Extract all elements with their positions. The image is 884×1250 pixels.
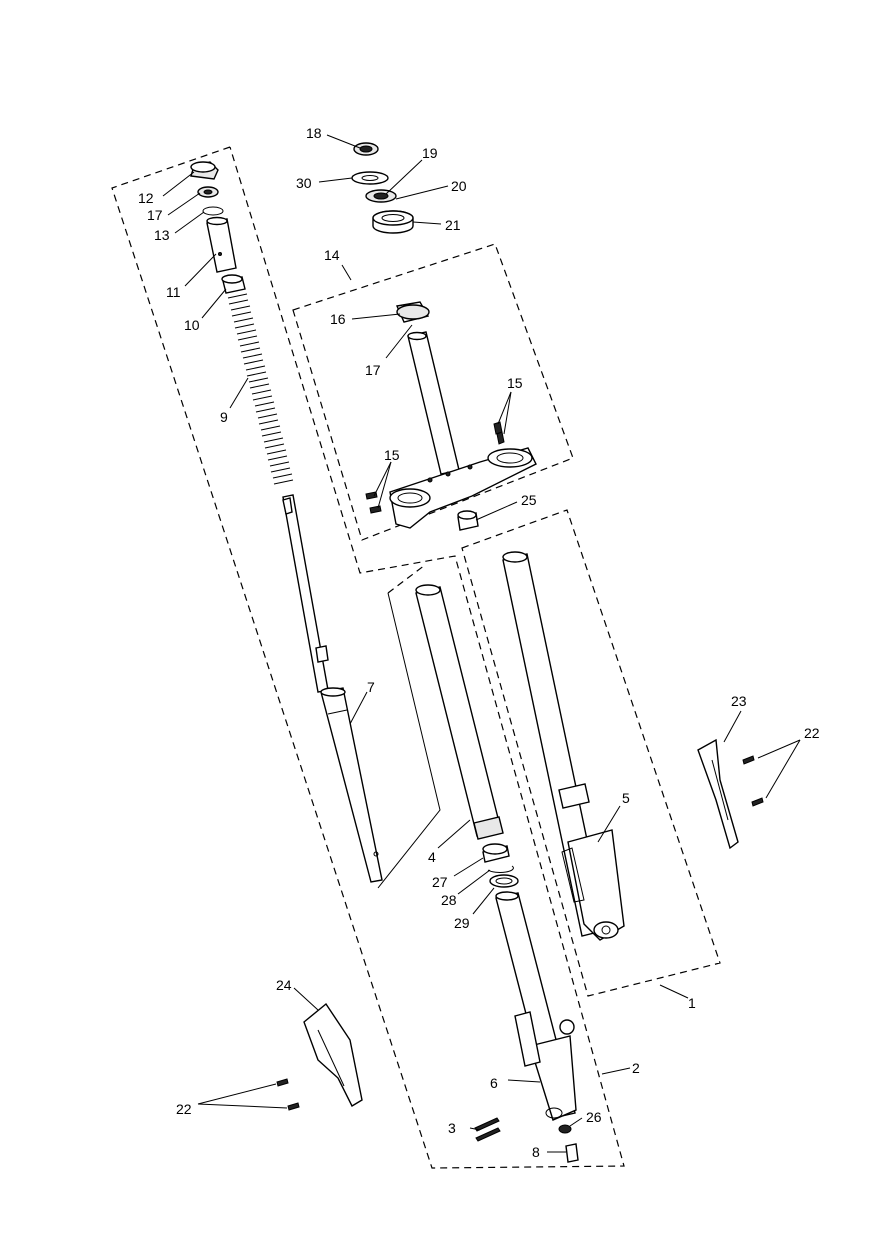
part-30-washer <box>351 171 389 185</box>
label-28: 28 <box>441 892 457 908</box>
label-8: 8 <box>532 1144 540 1160</box>
part-24-left-guard <box>303 1002 363 1107</box>
part-5-slider <box>567 829 625 941</box>
label-23: 23 <box>731 693 747 709</box>
label-1: 1 <box>688 995 696 1011</box>
left-fork-slider <box>474 891 579 1163</box>
outline-inner-tube <box>387 564 426 594</box>
fork-guards <box>276 738 764 1111</box>
label-17a: 17 <box>147 207 163 223</box>
label-16: 16 <box>330 311 346 327</box>
assembly-outlines <box>111 146 721 1169</box>
part-labels: 18 30 19 20 21 14 16 17 15 15 25 12 17 1… <box>138 125 820 1160</box>
right-fork-leg <box>502 551 625 941</box>
outline-yoke-assembly <box>292 243 574 541</box>
leader-lines <box>162 134 801 1153</box>
label-22a: 22 <box>804 725 820 741</box>
label-22b: 22 <box>176 1101 192 1117</box>
label-12: 12 <box>138 190 154 206</box>
part-6-slider <box>529 1035 577 1121</box>
fork-seals <box>482 843 519 888</box>
label-5: 5 <box>622 790 630 806</box>
label-3: 3 <box>448 1120 456 1136</box>
label-21: 21 <box>445 217 461 233</box>
label-24: 24 <box>276 977 292 993</box>
part-11-spacer <box>206 218 237 273</box>
label-10: 10 <box>184 317 200 333</box>
head-bearing-stack <box>351 142 414 234</box>
part-13-o-ring <box>202 206 224 216</box>
label-25: 25 <box>521 492 537 508</box>
label-9: 9 <box>220 409 228 425</box>
label-15a: 15 <box>507 375 523 391</box>
part-4-inner-tube <box>415 586 502 837</box>
part-7-damper-rod <box>282 494 329 693</box>
part-29-dust-seal <box>489 874 519 888</box>
steering-stem <box>407 331 460 475</box>
inner-tube <box>415 584 504 840</box>
outline-right-fork-assembly <box>461 509 721 997</box>
label-18: 18 <box>306 125 322 141</box>
fork-internals <box>190 161 383 883</box>
label-2: 2 <box>632 1060 640 1076</box>
label-7: 7 <box>367 679 375 695</box>
label-20: 20 <box>451 178 467 194</box>
part-9-spring <box>227 293 294 485</box>
part-23-right-guard <box>697 738 739 850</box>
label-6: 6 <box>490 1075 498 1091</box>
label-17b: 17 <box>365 362 381 378</box>
label-15b: 15 <box>384 447 400 463</box>
part-7-damper-body <box>320 687 383 883</box>
label-4: 4 <box>428 849 436 865</box>
label-13: 13 <box>154 227 170 243</box>
label-11: 11 <box>166 284 181 300</box>
lower-yoke <box>365 301 537 531</box>
outline-fork-leg-assembly <box>111 146 625 1169</box>
part-28-clip <box>487 865 514 873</box>
label-26: 26 <box>586 1109 602 1125</box>
label-30: 30 <box>296 175 312 191</box>
label-19: 19 <box>422 145 438 161</box>
label-14: 14 <box>324 247 340 263</box>
label-29: 29 <box>454 915 470 931</box>
label-27: 27 <box>432 874 448 890</box>
